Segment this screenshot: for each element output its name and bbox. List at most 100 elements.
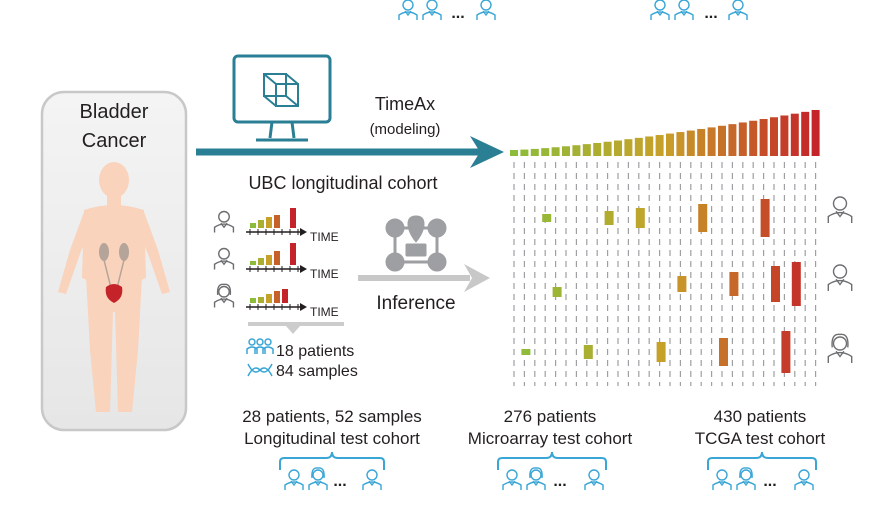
axis-bar — [510, 150, 518, 156]
dna-icon — [247, 363, 273, 377]
patient-projections — [521, 199, 801, 373]
mini-bar — [258, 258, 264, 265]
axis-bar — [582, 144, 591, 156]
axis-bar — [530, 148, 539, 156]
subject-line1: Bladder — [80, 101, 149, 123]
projection-bar — [791, 262, 801, 306]
axis-bar — [666, 133, 674, 156]
axis-bar — [562, 146, 570, 156]
person-icon — [362, 469, 382, 490]
axis-bar — [593, 142, 602, 156]
test-cohort-name: TCGA test cohort — [694, 429, 826, 448]
test-cohort-groups: ......... — [279, 451, 817, 490]
axis-bar — [624, 139, 633, 156]
person-icon — [674, 0, 694, 20]
mini-bar — [274, 291, 280, 303]
person-icon — [213, 247, 235, 270]
test-cohort-tcga: 430 patients TCGA test cohort — [660, 406, 860, 450]
subject-line2: Cancer — [82, 130, 147, 152]
time-axis-head — [300, 265, 307, 273]
person-icon — [794, 469, 814, 490]
person-icon — [650, 0, 670, 20]
kidney-icon — [99, 243, 129, 261]
test-cohort-name: Microarray test cohort — [467, 429, 633, 448]
mini-bar — [274, 215, 280, 228]
mini-bar — [250, 298, 256, 303]
axis-bar — [780, 115, 789, 156]
training-samples: 84 samples — [276, 363, 358, 380]
training-patients: 18 patients — [276, 343, 354, 360]
top-cohort-people: ...... — [398, 0, 748, 22]
projection-bar — [542, 214, 552, 222]
axis-bar — [645, 136, 654, 156]
bladder-icon — [105, 284, 123, 303]
cohort-bracket-pointer — [286, 326, 300, 334]
patient-icons — [827, 196, 853, 363]
person-icon — [502, 469, 522, 490]
projection-bar — [656, 342, 666, 362]
person-icon — [827, 333, 853, 363]
test-cohort-longitudinal: 28 patients, 52 samples Longitudinal tes… — [212, 406, 452, 450]
axis-bar — [728, 124, 737, 156]
person-icon — [584, 469, 604, 490]
inference-label: Inference — [376, 293, 455, 314]
axis-bar — [686, 130, 695, 156]
axis-bar — [707, 127, 716, 156]
ellipsis: ... — [553, 473, 566, 490]
projection-bar — [719, 338, 728, 366]
axis-bar — [718, 125, 726, 156]
inference-arrow-head — [464, 264, 490, 292]
axis-bar — [676, 132, 685, 156]
person-icon — [398, 0, 418, 20]
axis-bar — [634, 137, 643, 156]
axis-bar — [749, 120, 758, 156]
test-cohort-count: 28 patients, 52 samples — [242, 407, 422, 426]
training-cohort-title: UBC longitudinal cohort — [248, 173, 437, 193]
time-grid — [513, 162, 817, 386]
computer-model-icon — [232, 54, 332, 142]
cohort-bracket — [279, 451, 385, 470]
mini-bar — [282, 289, 288, 303]
projection-bar — [635, 208, 645, 228]
time-axis-head — [300, 303, 307, 311]
people-group-icon — [246, 338, 274, 354]
axis-bar — [738, 122, 747, 156]
projection-bar — [583, 345, 593, 359]
test-cohort-count: 276 patients — [503, 407, 597, 426]
model-name: TimeAx — [375, 94, 435, 114]
time-label-2: TIME — [310, 267, 339, 281]
projection-bar — [760, 199, 770, 237]
axis-bar — [551, 147, 560, 156]
projection-bar — [729, 272, 739, 296]
axis-bar — [759, 119, 768, 156]
axis-bar — [655, 135, 664, 156]
person-icon — [213, 283, 235, 308]
time-axis-head — [300, 228, 307, 236]
person-icon — [712, 469, 732, 490]
ellipsis-top-1: ... — [451, 5, 464, 22]
mini-bar — [266, 294, 272, 303]
axis-bar — [614, 140, 622, 156]
mini-bar — [266, 255, 272, 265]
person-icon — [284, 469, 304, 490]
axis-bar — [811, 110, 820, 156]
test-cohort-name: Longitudinal test cohort — [244, 429, 420, 448]
mini-bar — [250, 223, 256, 228]
ellipsis: ... — [763, 473, 776, 490]
axis-bar — [520, 149, 529, 156]
modeling-arrow-head — [470, 136, 504, 168]
ellipsis-top-2: ... — [704, 5, 717, 22]
projection-bar — [781, 331, 791, 373]
person-icon — [308, 467, 328, 490]
person-icon — [736, 467, 756, 490]
projection-bar — [552, 287, 562, 297]
projection-bar — [677, 276, 687, 292]
projection-bar — [521, 349, 531, 355]
mini-bar — [258, 220, 264, 228]
axis-bar — [790, 113, 799, 156]
model-role: (modeling) — [370, 121, 441, 138]
mini-bar — [266, 217, 272, 228]
person-icon — [827, 264, 853, 291]
axis-bar — [603, 141, 612, 156]
